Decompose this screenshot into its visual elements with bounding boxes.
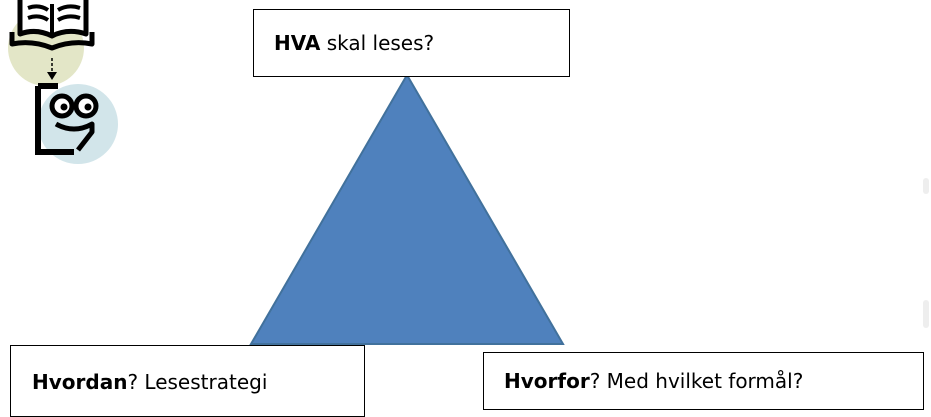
how-label-bold: Hvordan bbox=[32, 370, 128, 394]
arrow-down-icon bbox=[47, 58, 57, 80]
how-label-box: Hvordan? Lesestrategi bbox=[10, 345, 365, 417]
what-label-box: HVA skal leses? bbox=[253, 9, 570, 77]
edge-mark bbox=[923, 178, 929, 194]
why-label-bold: Hvorfor bbox=[504, 369, 590, 393]
what-label-bold: HVA bbox=[274, 31, 321, 55]
blue-triangle bbox=[249, 73, 565, 345]
what-label-text: skal leses? bbox=[320, 31, 435, 55]
how-label-text: ? Lesestrategi bbox=[127, 370, 268, 394]
reading-face-icon bbox=[35, 83, 118, 164]
open-book-icon bbox=[8, 0, 95, 86]
edge-mark bbox=[923, 300, 929, 328]
why-label-box: Hvorfor? Med hvilket formål? bbox=[483, 352, 924, 410]
why-label-text: ? Med hvilket formål? bbox=[589, 369, 804, 393]
reading-icon-group bbox=[8, 0, 118, 164]
